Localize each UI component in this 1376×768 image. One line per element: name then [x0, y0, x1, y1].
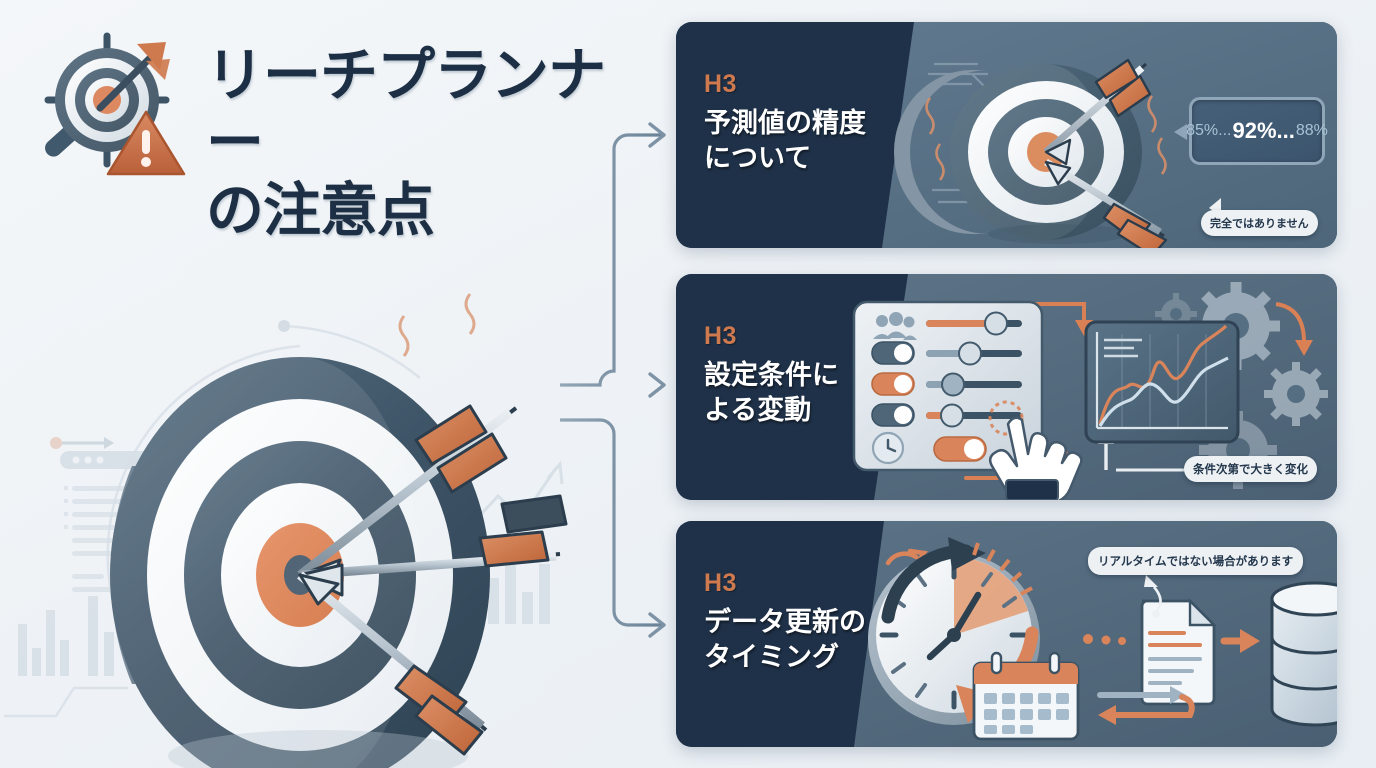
- callout-tail: [1144, 575, 1162, 618]
- arrow-lower: [297, 571, 488, 756]
- card-3[interactable]: リアルタイムではない場合があります H3 データ更新の タイミング: [676, 521, 1337, 747]
- calendar-icon: [972, 651, 1080, 741]
- cards-column: 85%... 92%... 88% 完全ではありません H3 予測値の精度 につ…: [676, 0, 1376, 768]
- card-1-tag: H3: [704, 70, 737, 98]
- card-1-callout: 完全ではありません: [1201, 210, 1318, 236]
- card-2-text: H3 設定条件に よる変動: [704, 322, 894, 428]
- brand-header: リーチプランナー の注意点: [34, 26, 660, 244]
- page-title: リーチプランナー の注意点: [206, 43, 606, 243]
- target-with-three-arrows-illustration: [0, 196, 660, 768]
- trend-chart-screen: [1084, 320, 1240, 444]
- card-3-tag: H3: [704, 569, 737, 597]
- card-2[interactable]: 条件次第で大きく変化 H3 設定条件に よる変動: [676, 274, 1337, 500]
- dartboard: [110, 357, 490, 768]
- sync-arrows: [1097, 686, 1195, 725]
- accuracy-metric-box: 85%... 92%... 88%: [1186, 97, 1328, 165]
- flow-dots: [1083, 634, 1126, 645]
- card-3-title: データ更新の タイミング: [704, 607, 866, 673]
- card-1-illustration: [676, 22, 1337, 248]
- doc-to-db-arrow: [1220, 629, 1260, 653]
- metric-value-3: 88%: [1295, 122, 1328, 139]
- card-1[interactable]: 85%... 92%... 88% 完全ではありません H3 予測値の精度 につ…: [676, 22, 1337, 248]
- card-3-text: H3 データ更新の タイミング: [704, 569, 894, 675]
- settings-panel: [852, 300, 1044, 472]
- connector-arrow-1: [558, 133, 662, 387]
- metric-value-1: 85%...: [1186, 122, 1232, 139]
- card-2-title: 設定条件に よる変動: [704, 360, 839, 426]
- card-2-illustration: [676, 274, 1337, 500]
- connector-group: [558, 0, 680, 768]
- card-3-callout: リアルタイムではない場合があります: [1088, 547, 1304, 575]
- card-3-illustration: [676, 521, 1337, 747]
- left-panel: リーチプランナー の注意点: [0, 0, 660, 768]
- card-2-tag: H3: [704, 322, 737, 350]
- cursor-hand-icon: [988, 416, 1083, 500]
- card-2-callout: 条件次第で大きく変化: [1184, 456, 1317, 482]
- card-1-title: 予測値の精度 について: [704, 108, 866, 174]
- metric-value-2: 92%...: [1232, 118, 1295, 143]
- document-icon: [1140, 598, 1217, 706]
- connector-arrow-3: [558, 418, 662, 627]
- target-magnifier-warning-icon: [34, 26, 186, 178]
- card-1-text: H3 予測値の精度 について: [704, 70, 894, 176]
- database-icon: [1270, 581, 1337, 727]
